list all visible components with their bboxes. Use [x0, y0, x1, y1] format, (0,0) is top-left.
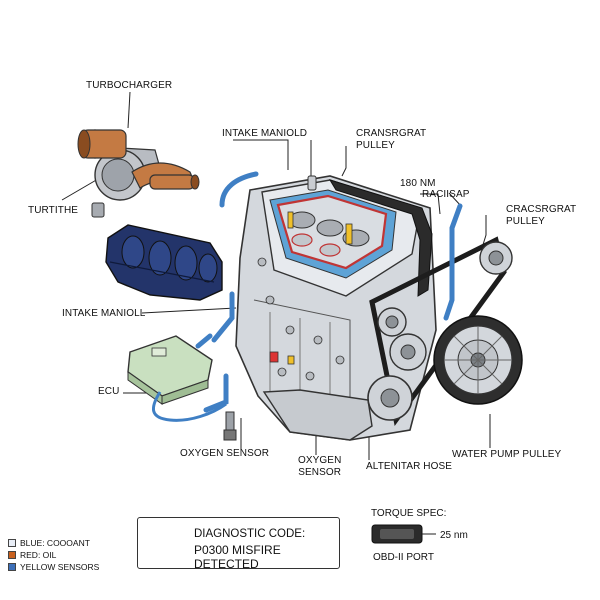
label-oxygen-sensor-center: OXYGEN SENSOR	[298, 455, 342, 478]
intake-manifold	[105, 224, 223, 301]
label-dimension-180: 180 nm	[400, 178, 436, 189]
legend-text: RED: OIL	[20, 550, 57, 560]
ecu	[127, 335, 227, 422]
legend-text: YELLOW SENSORS	[20, 562, 100, 572]
label-intake-manifold-top: INTAKE MANIOLD	[222, 128, 308, 139]
label-crankshaft-pulley-right: CRACSRGRAT PULLEY	[506, 204, 577, 227]
legend-swatch	[8, 539, 16, 547]
label-turtithe: TURTITHE	[28, 205, 79, 216]
alternator	[433, 315, 523, 405]
coolant-hoses	[195, 171, 463, 413]
label-crankshaft-pulley-top: CRANSRGRAT PULLEY	[356, 128, 427, 151]
legend-swatch	[8, 551, 16, 559]
legend-item: BLUE: COOOANT	[8, 537, 99, 549]
torque-spec-title: TORQUE SPEC:	[371, 508, 447, 519]
label-alternator-hose: ALTENITAR HOSE	[366, 461, 453, 472]
legend-item: RED: OIL	[8, 549, 99, 561]
label-turbocharger: TURBOCHARGER	[86, 80, 173, 91]
label-oxygen-sensor-left: OXYGEN SENSOR	[180, 448, 270, 459]
diagnostic-code: P0300 MISFIRE DETECTED	[194, 543, 281, 571]
diagnostic-title: DIAGNOSTIC CODE:	[194, 528, 306, 540]
label-racisap: RACIISAP	[422, 189, 470, 200]
obd-port-label: OBD-II PORT	[373, 552, 434, 563]
oxygen-sensor-part	[223, 411, 237, 441]
obd-port-icon	[371, 524, 436, 544]
label-intake-manifold-left: INTAKE MANIOLL	[62, 308, 146, 319]
legend-text: BLUE: COOOANT	[20, 538, 90, 548]
belt-drive	[367, 236, 513, 427]
torque-spec-value: 25 nm	[440, 530, 468, 541]
label-ecu: ECU	[98, 386, 120, 397]
legend-swatch	[8, 563, 16, 571]
label-water-pump-pulley: WATER PUMP PULLEY	[452, 449, 562, 460]
diagnostic-box: DIAGNOSTIC CODE: P0300 MISFIRE DETECTED	[137, 517, 340, 571]
legend-item: YELLOW SENSORS	[8, 561, 99, 573]
legend: BLUE: COOOANT RED: OIL YELLOW SENSORS	[8, 537, 99, 573]
turbocharger	[77, 129, 200, 218]
